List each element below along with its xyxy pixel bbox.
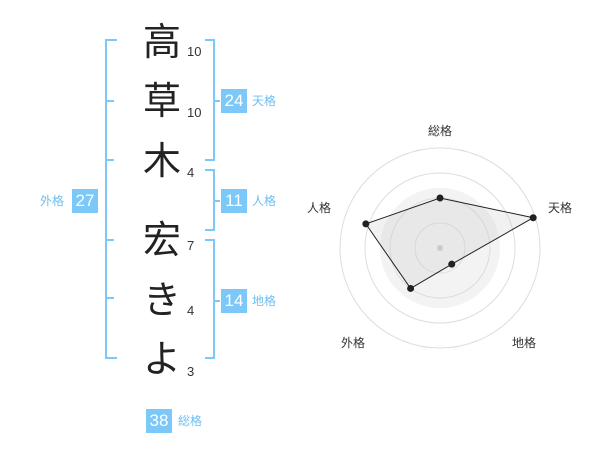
soukaku-value: 38 — [146, 409, 172, 433]
chikaku-value: 14 — [221, 289, 247, 313]
radar-point-3 — [448, 260, 456, 268]
name-char-4: 宏 — [142, 218, 181, 262]
radar-center — [437, 245, 443, 251]
stroke-count-2: 10 — [187, 105, 202, 120]
soukaku-label: 総格 — [178, 414, 203, 428]
jinkaku-value: 11 — [221, 189, 247, 213]
radar-label-gaikaku: 外格 — [341, 336, 366, 350]
jinkaku-label: 人格 — [252, 194, 277, 208]
stroke-count-5: 4 — [187, 303, 195, 318]
radar-label-jinkaku: 人格 — [307, 201, 332, 215]
radar-label-tenkaku: 天格 — [548, 201, 573, 215]
jinkaku-bracket — [205, 169, 220, 231]
tenkaku-bracket — [205, 39, 220, 161]
name-char-1: 高 — [142, 20, 181, 64]
radar-point-2 — [529, 214, 537, 222]
chikaku-bracket — [205, 239, 220, 359]
tenkaku-value: 24 — [221, 89, 247, 113]
radar-point-5 — [362, 220, 370, 228]
gaikaku-bracket — [105, 39, 117, 359]
radar-point-1 — [436, 194, 444, 202]
radar-label-chikaku: 地格 — [512, 336, 537, 350]
gaikaku-value: 27 — [72, 189, 98, 213]
name-char-2: 草 — [142, 79, 181, 123]
stroke-count-6: 3 — [187, 364, 195, 379]
radar-polygon — [365, 197, 535, 290]
gaikaku-label: 外格 — [40, 194, 65, 208]
name-char-5: き — [142, 278, 181, 322]
radar-point-4 — [407, 284, 415, 292]
radar-ring-1 — [414, 222, 466, 274]
tenkaku-label: 天格 — [252, 94, 277, 108]
stroke-count-1: 10 — [187, 44, 202, 59]
radar-ring-4 — [339, 147, 541, 349]
name-char-3: 木 — [142, 139, 181, 183]
radar-chart — [339, 147, 541, 349]
radar-ring-3 — [364, 172, 516, 324]
radar-label-soukaku: 総格 — [428, 124, 453, 138]
name-char-6: よ — [142, 337, 181, 381]
stroke-count-4: 7 — [187, 238, 195, 253]
stroke-count-3: 4 — [187, 165, 195, 180]
chikaku-label: 地格 — [252, 294, 277, 308]
